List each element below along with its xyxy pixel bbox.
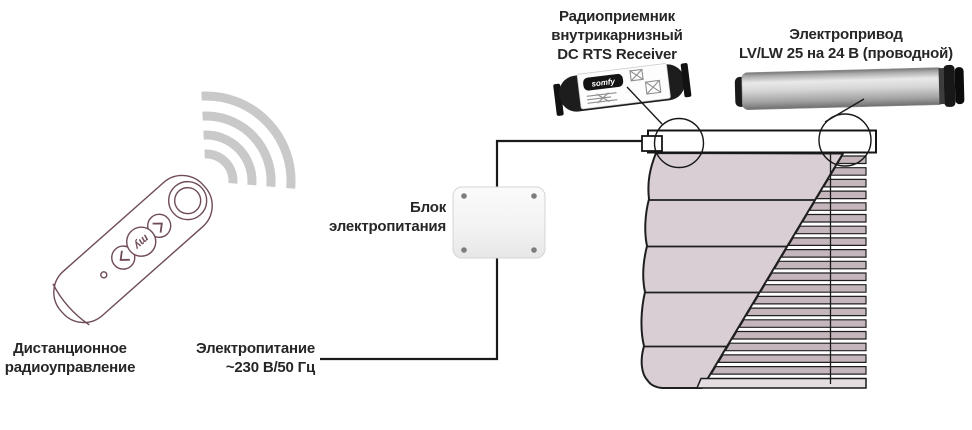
receiver-brand-plate	[583, 73, 624, 91]
screw-icon	[531, 247, 537, 253]
blind-slat	[731, 330, 867, 340]
chevron-down-icon	[119, 250, 130, 261]
screw-icon	[461, 193, 467, 199]
chevron-up-icon	[152, 222, 163, 233]
label-motor: Электропривод LV/LW 25 на 24 В (проводно…	[691, 25, 972, 63]
label-remote-line1: Дистанционное	[13, 340, 127, 357]
blind-slat	[759, 284, 867, 293]
label-power: Электропитание ~230 В/50 Гц	[165, 339, 315, 377]
label-remote: Дистанционное радиоуправление	[2, 339, 138, 377]
label-receiver-line3: DC RTS Receiver	[557, 46, 677, 63]
label-psu: Блок электропитания	[296, 198, 446, 236]
blind-slat	[780, 249, 867, 258]
blind-slat	[745, 307, 867, 317]
label-motor-line2: LV/LW 25 на 24 В (проводной)	[739, 45, 953, 62]
label-psu-line1: Блок	[410, 199, 446, 216]
label-motor-line1: Электропривод	[789, 26, 903, 43]
radio-waves-icon	[201, 91, 296, 189]
receiver-device: somfy	[553, 63, 692, 116]
label-psu-line2: электропитания	[329, 218, 446, 235]
callout-circle-motor	[818, 113, 872, 167]
callout-circle-receiver	[653, 117, 705, 169]
headrail	[641, 129, 877, 154]
receiver-brand-label: somfy	[591, 77, 616, 89]
my-button[interactable]	[121, 221, 162, 262]
label-receiver: Радиоприемник внутрикарнизный DC RTS Rec…	[512, 7, 722, 64]
motor-device	[734, 64, 965, 110]
blind-slat	[752, 295, 867, 305]
blind-slat	[801, 213, 867, 223]
blind-slat	[724, 342, 867, 352]
label-receiver-line1: Радиоприемник	[559, 8, 675, 25]
receiver-label-markings	[586, 68, 662, 104]
blind-slat	[787, 237, 867, 246]
led-indicator	[100, 271, 108, 279]
blind-slat	[710, 366, 867, 375]
blind-slat	[829, 167, 867, 176]
fabric-fold-lines	[644, 199, 815, 348]
venetian-slats	[710, 155, 867, 375]
fabric-shade	[640, 152, 844, 389]
remote-eye-inner	[173, 186, 202, 215]
remote-eye-ring	[167, 180, 208, 221]
blind-slat	[808, 202, 867, 211]
remote-control: my	[52, 174, 213, 326]
power-supply-box	[452, 186, 546, 259]
leader-line-receiver	[626, 86, 663, 125]
headrail-end-bracket	[641, 135, 663, 152]
blind-slat	[738, 319, 867, 328]
blind-slat	[766, 272, 867, 282]
blind-bottom-rail	[695, 377, 867, 389]
label-power-line1: Электропитание	[196, 340, 315, 357]
screw-icon	[531, 193, 537, 199]
blind-slat	[717, 354, 867, 363]
blind-slat	[773, 260, 867, 270]
label-remote-line2: радиоуправление	[4, 359, 136, 376]
label-power-line2: ~230 В/50 Гц	[225, 359, 315, 376]
label-receiver-line2: внутрикарнизный	[551, 27, 683, 44]
screw-icon	[461, 247, 467, 253]
blind-slat	[815, 190, 867, 200]
remote-bottom-seam	[52, 283, 90, 326]
